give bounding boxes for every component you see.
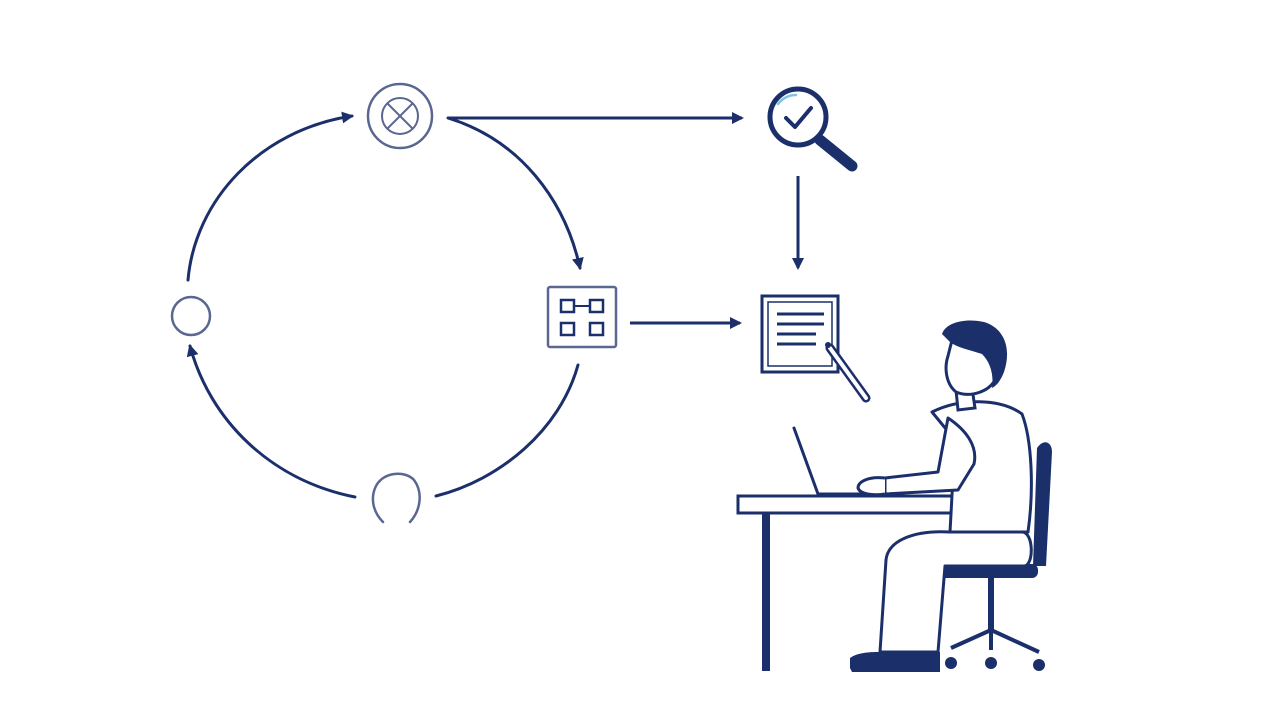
x-circle-icon [366,82,434,150]
person-icon [850,320,1033,672]
edge-bottom-to-left [186,344,357,499]
document-pen-icon [760,294,871,403]
edge-right-to-bottom [434,363,580,498]
edge-left-to-top [186,111,354,282]
person-at-laptop-illustration [736,320,1052,672]
edge-top-to-right [446,116,584,270]
office-chair-icon [938,442,1052,671]
empty-circle-icon [170,295,212,337]
grid-box-icon [546,285,618,349]
person-head-icon [371,472,421,524]
magnifier-check-icon [767,86,858,172]
